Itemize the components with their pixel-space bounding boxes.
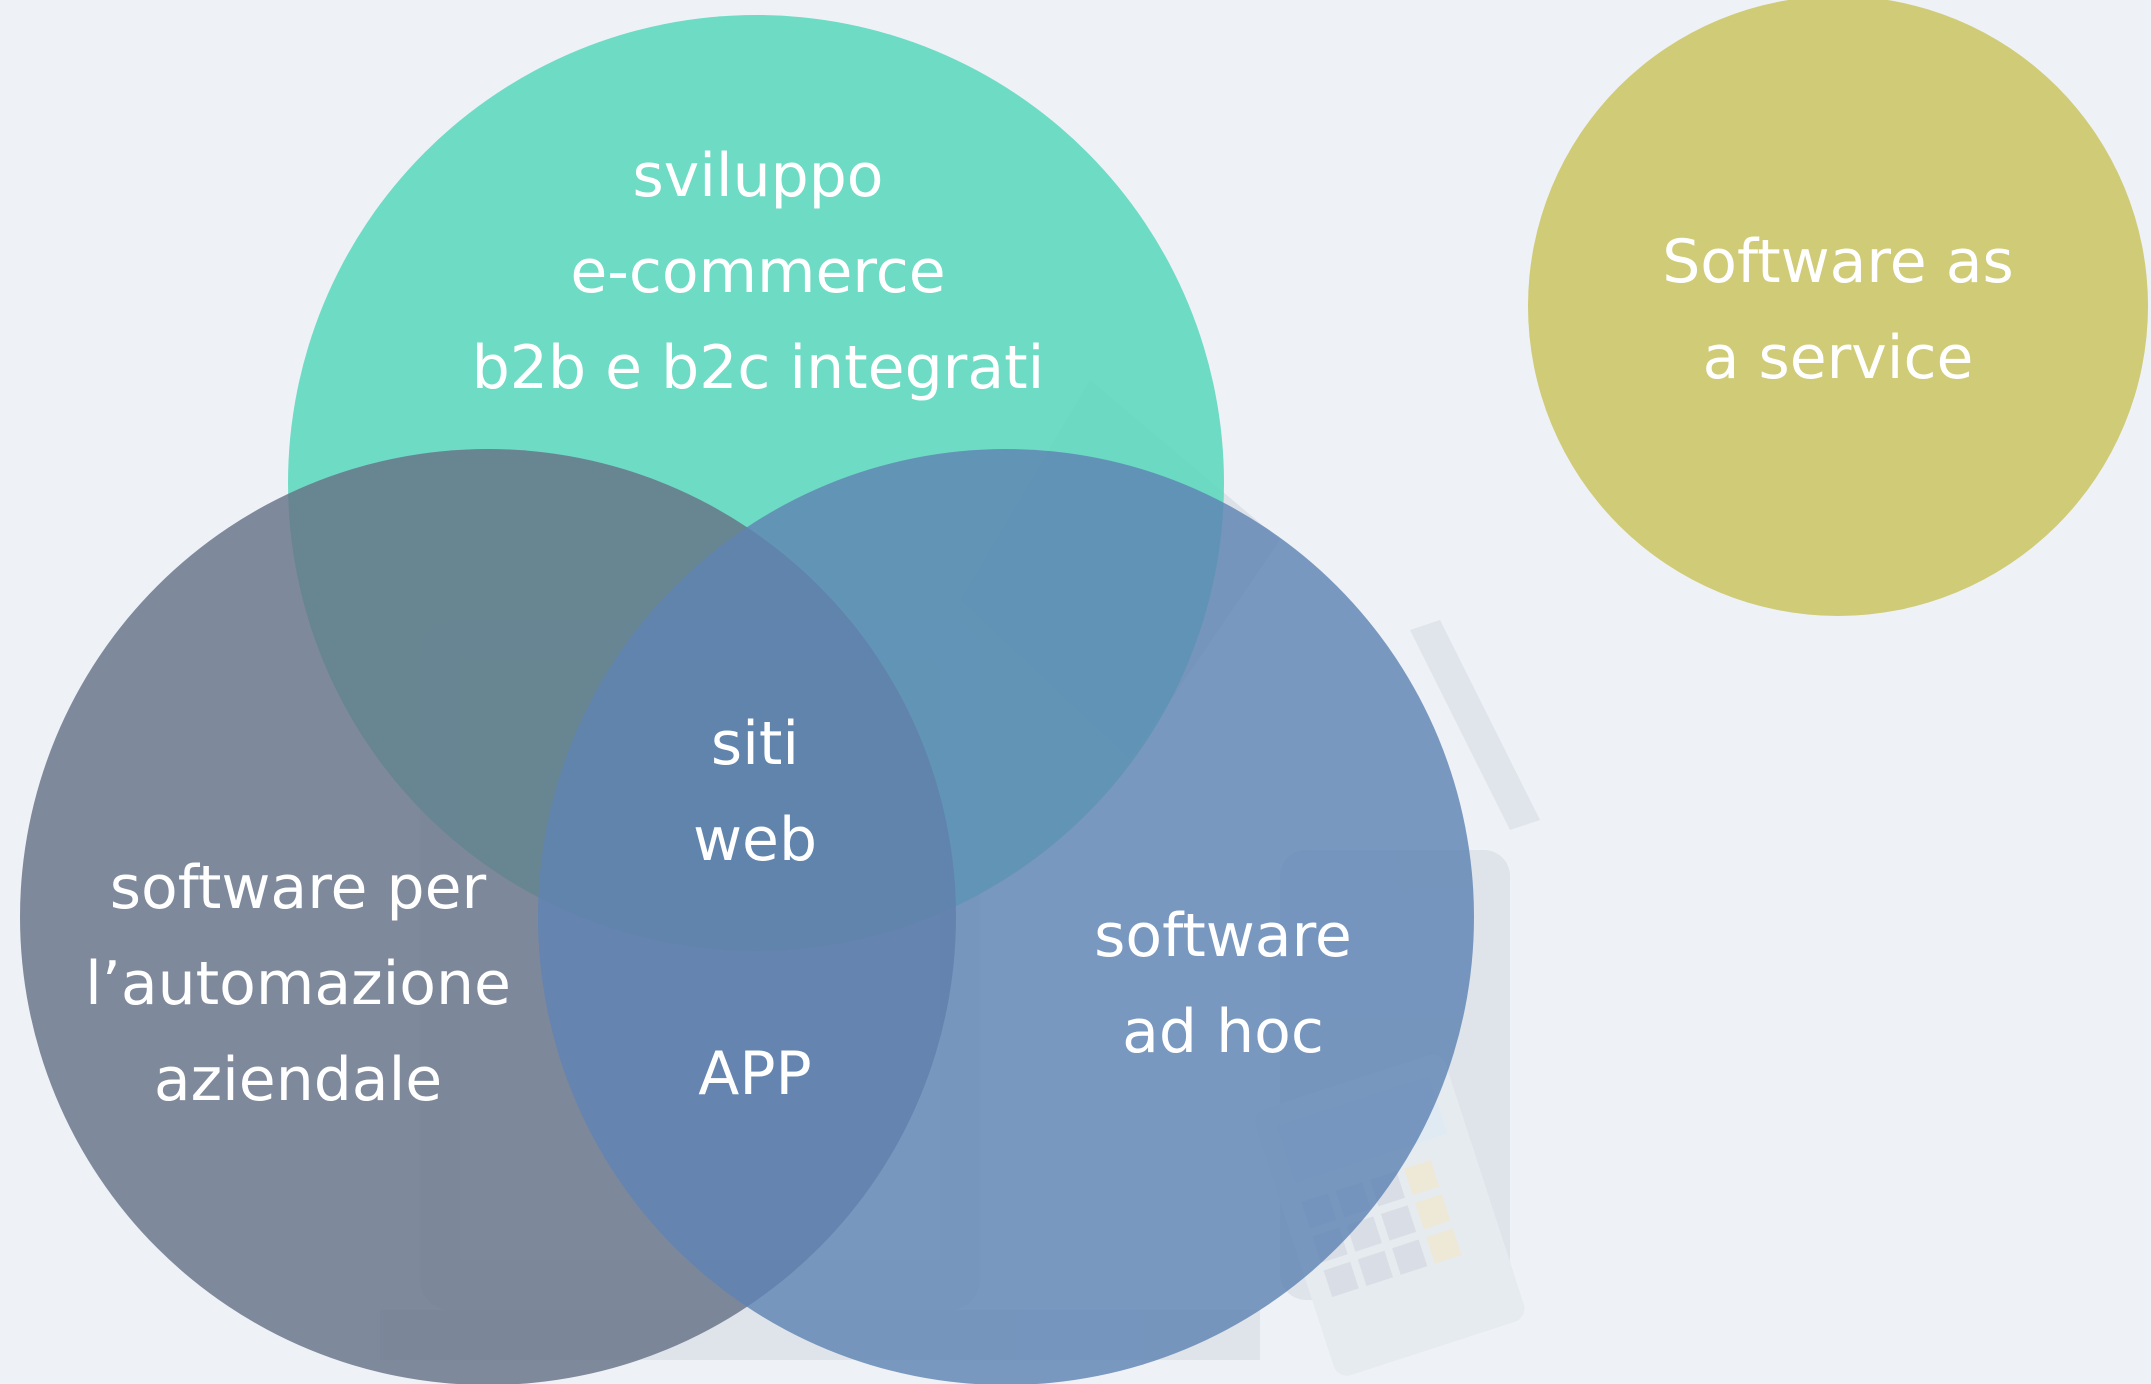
label-automazione-line-3: aziendale <box>153 1045 443 1115</box>
label-siti-web-line-2: web <box>692 805 818 875</box>
label-ecommerce-line-2: e-commerce <box>570 237 946 307</box>
label-saas: Software as a service <box>1662 214 2014 406</box>
label-saas-line-1: Software as <box>1662 227 2014 297</box>
label-app-text: APP <box>698 1039 812 1109</box>
label-ecommerce-line-1: sviluppo <box>632 141 884 211</box>
label-saas-line-2: a service <box>1702 323 1974 393</box>
label-adhoc-line-1: software <box>1094 901 1352 971</box>
label-siti-web: siti web <box>693 696 817 888</box>
circle-adhoc <box>538 449 1474 1384</box>
label-ecommerce: sviluppo e-commerce b2b e b2c integrati <box>472 128 1045 416</box>
label-adhoc-line-2: ad hoc <box>1122 997 1324 1067</box>
label-automazione-line-1: software per <box>109 853 487 923</box>
label-app: APP <box>698 1026 811 1122</box>
label-automazione: software per l’automazione aziendale <box>85 840 511 1128</box>
label-automazione-line-2: l’automazione <box>85 949 511 1019</box>
label-ecommerce-line-3: b2b e b2c integrati <box>471 333 1045 403</box>
label-siti-web-line-1: siti <box>710 709 800 779</box>
pencil-illustration <box>1410 620 1540 830</box>
label-adhoc: software ad hoc <box>1094 888 1352 1080</box>
circle-saas <box>1528 0 2148 616</box>
